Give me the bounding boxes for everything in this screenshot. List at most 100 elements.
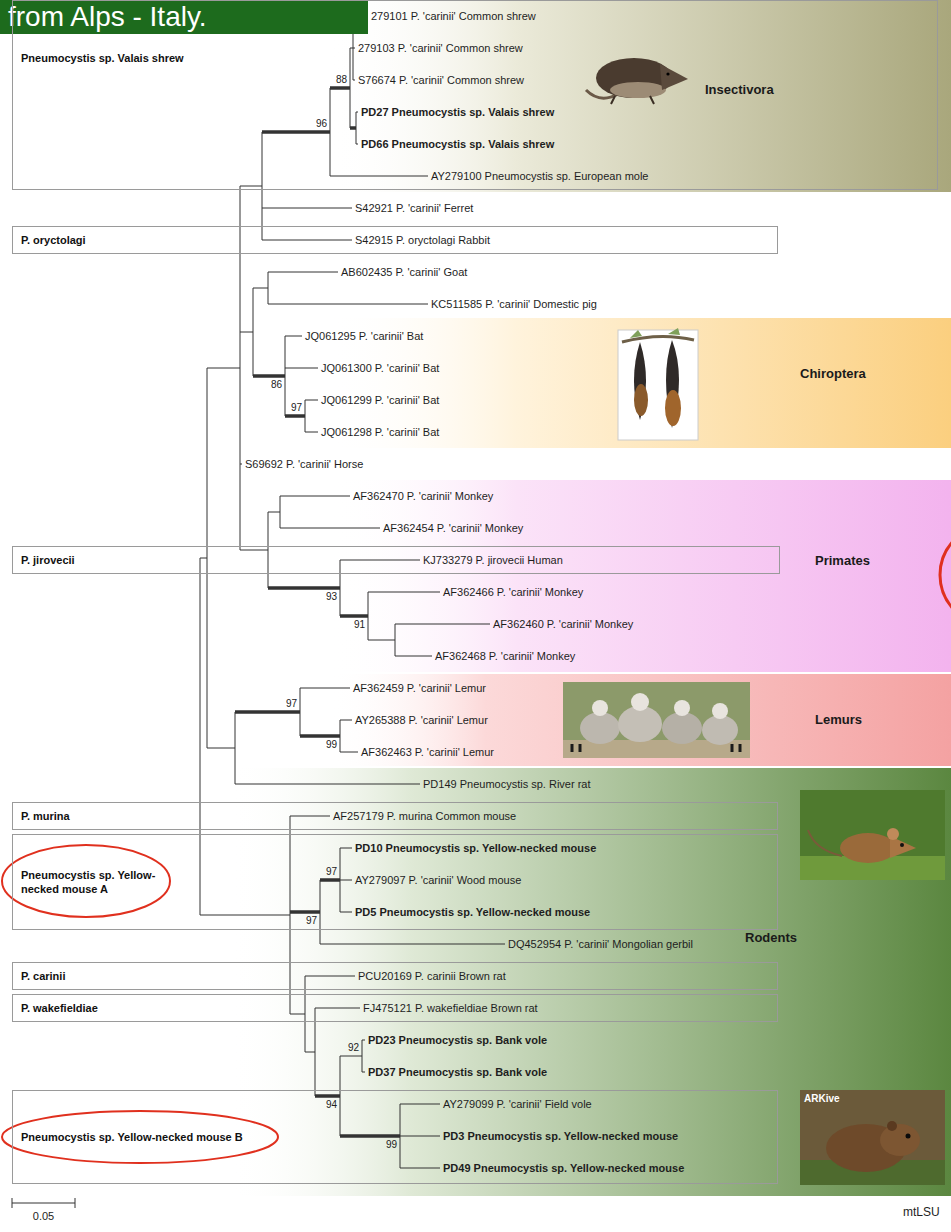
lemur-head <box>631 693 649 711</box>
tree-branch <box>235 784 420 785</box>
tree-branch <box>400 1168 440 1169</box>
taxon-label: PD37 Pneumocystis sp. Bank vole <box>368 1065 547 1079</box>
tree-branch <box>340 1056 341 1136</box>
highlight-ellipse <box>2 1111 278 1163</box>
mouse-ear <box>887 828 899 840</box>
watermark: ARKive <box>804 1093 840 1105</box>
mouse-photo <box>800 790 945 880</box>
lemur-photo <box>563 682 750 758</box>
mouse-eye <box>900 843 904 847</box>
taxon-label: KJ733279 P. jirovecii Human <box>423 553 563 567</box>
vole-photo-ground <box>800 1090 945 1185</box>
vole-ear <box>887 1121 897 1131</box>
taxon-label: S76674 P. 'carinii' Common shrew <box>358 73 524 87</box>
taxon-label: PD27 Pneumocystis sp. Valais shrew <box>361 105 554 119</box>
tree-branch <box>285 414 305 418</box>
tree-branch <box>240 550 268 551</box>
tree-branch <box>200 915 290 916</box>
tree-branch <box>320 880 321 944</box>
tree-branch <box>300 688 301 736</box>
clade-name: Pneumocystis sp. Yellow-necked mouse B <box>21 1130 243 1144</box>
tree-branch <box>268 272 269 304</box>
tree-branch <box>262 208 352 209</box>
bootstrap-value: 92 <box>348 1042 359 1053</box>
tree-branch <box>340 912 352 913</box>
tree-branch <box>353 48 355 49</box>
tree-branch <box>253 288 268 289</box>
tree-branch <box>280 496 281 528</box>
tree-branch <box>395 624 490 625</box>
tree-branch <box>340 752 358 753</box>
taxon-label: AB602435 P. 'carinii' Goat <box>341 265 467 279</box>
tree-branch <box>400 1104 440 1105</box>
bootstrap-value: 97 <box>326 866 337 877</box>
tree-branch <box>350 126 356 130</box>
tree-branch <box>395 624 396 656</box>
shrew-eye <box>666 72 669 75</box>
tree-branch <box>240 186 262 187</box>
mouse-body <box>840 833 896 863</box>
bootstrap-value: 97 <box>291 402 302 413</box>
bat-illustration <box>618 328 698 440</box>
bat-leaves <box>630 328 680 338</box>
taxon-label: JQ061299 P. 'carinii' Bat <box>321 393 439 407</box>
tree-branch <box>240 464 242 465</box>
bootstrap-value: 97 <box>306 915 317 926</box>
bootstrap-value: 93 <box>326 591 337 602</box>
tree-branch <box>305 400 306 432</box>
tree-branch <box>280 496 350 497</box>
bootstrap-value: 97 <box>286 698 297 709</box>
tree-branch <box>340 848 352 849</box>
group-name: Primates <box>815 553 870 569</box>
tree-branch <box>340 1134 400 1138</box>
clade-name: Pneumocystis sp. Valais shrew <box>21 51 184 65</box>
scale-tick <box>75 1198 76 1208</box>
tree-branch <box>320 878 340 882</box>
taxon-label: JQ061298 P. 'carinii' Bat <box>321 425 439 439</box>
tree-branch <box>290 910 320 914</box>
lemur-head <box>592 700 608 716</box>
taxon-label: AF362463 P. 'carinii' Lemur <box>361 745 494 759</box>
bootstrap-value: 96 <box>316 118 327 129</box>
tree-branch <box>268 304 428 305</box>
tree-branch <box>305 976 355 977</box>
group-name: Rodents <box>745 930 797 946</box>
taxon-label: PD10 Pneumocystis sp. Yellow-necked mous… <box>355 841 596 855</box>
tree-branch <box>362 1040 363 1072</box>
tree-branch <box>400 1136 440 1137</box>
clade-name: P. jirovecii <box>21 553 75 567</box>
tree-branch <box>268 272 338 273</box>
tree-branch <box>290 1014 305 1015</box>
vole-photo <box>800 1090 945 1185</box>
tree-branch <box>235 710 300 714</box>
shrew-head <box>660 64 688 90</box>
tree-branch <box>305 432 318 433</box>
tree-branch <box>253 288 254 376</box>
tree-branch <box>340 880 352 881</box>
tree-branch <box>253 374 285 378</box>
tree-branch <box>315 1094 340 1098</box>
clade-name: Pneumocystis sp. Yellow-necked mouse A <box>21 868 161 896</box>
taxon-label: DQ452954 P. 'carinii' Mongolian gerbil <box>508 937 693 951</box>
taxon-label: AF362466 P. 'carinii' Monkey <box>443 585 583 599</box>
taxon-label: AF362454 P. 'carinii' Monkey <box>383 521 523 535</box>
taxon-band: Insectivora <box>330 0 951 192</box>
tree-branch <box>340 560 420 561</box>
lemur-body <box>580 712 620 744</box>
tree-branch <box>330 88 331 176</box>
tree-branch <box>235 712 236 784</box>
taxon-label: FJ475121 P. wakefieldiae Brown rat <box>363 1001 538 1015</box>
taxon-band: Primates <box>330 480 951 672</box>
tree-branch <box>330 176 428 177</box>
tree-branch <box>268 586 340 590</box>
tree-branch <box>262 240 352 241</box>
group-name: Insectivora <box>705 82 774 98</box>
bootstrap-value: 99 <box>386 1139 397 1150</box>
tree-branch <box>290 816 291 1014</box>
bootstrap-value: 99 <box>326 739 337 750</box>
scale-line <box>12 1203 75 1204</box>
clade-box: P. jirovecii <box>12 546 780 574</box>
tree-branch <box>285 368 318 369</box>
tree-branch <box>368 640 395 641</box>
